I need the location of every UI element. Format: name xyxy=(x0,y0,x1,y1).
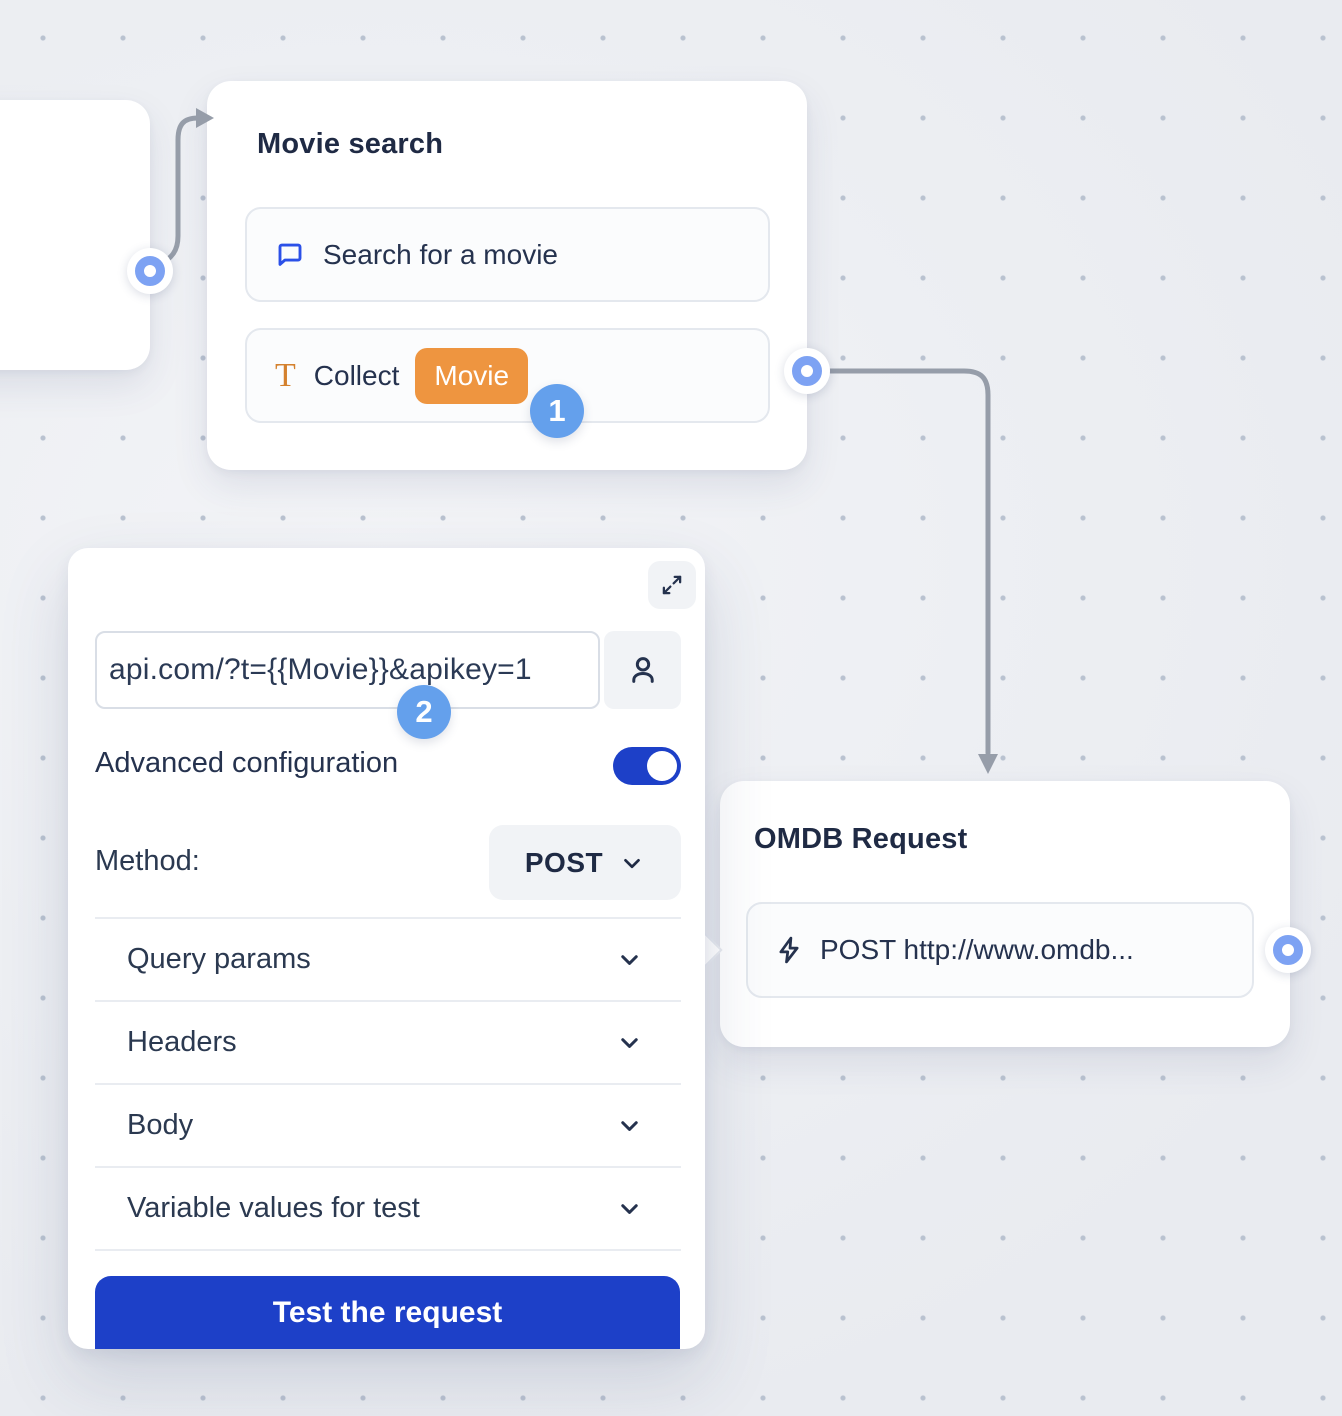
block-label: POST http://www.omdb... xyxy=(820,934,1134,965)
section-label: Query params xyxy=(127,943,311,975)
request-editor-panel: api.com/?t={{Movie}}&apikey=1 Advanced c… xyxy=(68,548,705,1349)
chevron-down-icon xyxy=(616,1195,643,1222)
section-label: Headers xyxy=(127,1026,237,1058)
expand-button[interactable] xyxy=(648,561,696,609)
url-input[interactable]: api.com/?t={{Movie}}&apikey=1 xyxy=(95,631,600,709)
connection-port[interactable] xyxy=(1265,927,1311,973)
block-label: Search for a movie xyxy=(323,238,558,270)
lightning-icon xyxy=(774,935,804,965)
advanced-configuration-label: Advanced configuration xyxy=(95,747,399,779)
method-select[interactable]: POST xyxy=(489,825,681,900)
omdb-request-node[interactable]: OMDB Request POST http://www.omdb... xyxy=(720,781,1290,1047)
section-body[interactable]: Body xyxy=(95,1083,681,1166)
node-title: OMDB Request xyxy=(754,823,968,855)
chevron-down-icon xyxy=(616,1029,643,1056)
section-variable-values[interactable]: Variable values for test xyxy=(95,1166,681,1249)
method-row: Method: POST xyxy=(95,825,681,900)
chat-bubble-icon xyxy=(275,240,305,270)
block-label: Collect xyxy=(313,359,400,391)
insert-variable-button[interactable] xyxy=(604,631,681,709)
step-badge-2: 2 xyxy=(397,685,451,739)
connection-port[interactable] xyxy=(784,348,830,394)
section-label: Body xyxy=(127,1109,194,1141)
section-headers[interactable]: Headers xyxy=(95,1000,681,1083)
editor-sections: Query params Headers Body Variable value… xyxy=(95,917,681,1251)
section-label: Variable values for test xyxy=(127,1192,420,1224)
method-label: Method: xyxy=(95,845,200,877)
webhook-block-post-omdb[interactable]: POST http://www.omdb... xyxy=(746,902,1254,998)
test-request-button[interactable]: Test the request xyxy=(95,1276,680,1349)
node-title: Movie search xyxy=(257,128,444,160)
chevron-down-icon xyxy=(616,946,643,973)
section-query-params[interactable]: Query params xyxy=(95,917,681,1000)
advanced-configuration-toggle[interactable] xyxy=(613,747,681,785)
person-icon xyxy=(626,653,660,687)
method-value: POST xyxy=(524,846,604,878)
chevron-down-icon xyxy=(619,850,645,876)
text-field-icon: T xyxy=(275,356,296,394)
partial-node-card[interactable] xyxy=(0,100,150,370)
variable-badge[interactable]: Movie xyxy=(415,347,529,404)
collect-input-block[interactable]: T Collect Movie xyxy=(245,328,770,423)
step-badge-1: 1 xyxy=(530,384,584,438)
chevron-down-icon xyxy=(616,1112,643,1139)
advanced-configuration-row: Advanced configuration xyxy=(95,747,681,785)
expand-icon xyxy=(659,572,685,598)
message-block-search-for-a-movie[interactable]: Search for a movie xyxy=(245,207,770,302)
connection-port[interactable] xyxy=(127,248,173,294)
url-input-value: api.com/?t={{Movie}}&apikey=1 xyxy=(109,653,532,686)
movie-search-node[interactable]: Movie search Search for a movie T Collec… xyxy=(207,81,807,470)
